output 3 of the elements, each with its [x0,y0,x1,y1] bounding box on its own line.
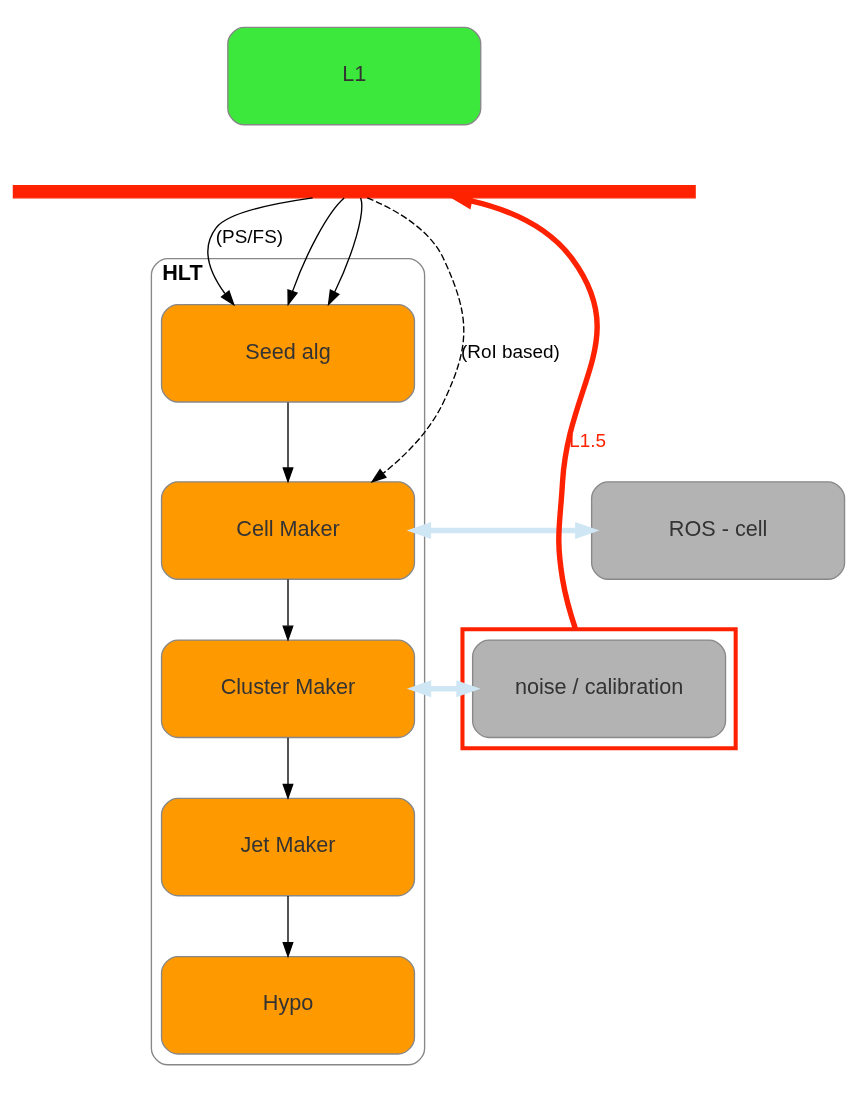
edge-label: L1.5 [569,429,606,451]
edge-label: (PS/FS) [215,225,284,247]
edge-label: (RoI based) [461,340,560,362]
